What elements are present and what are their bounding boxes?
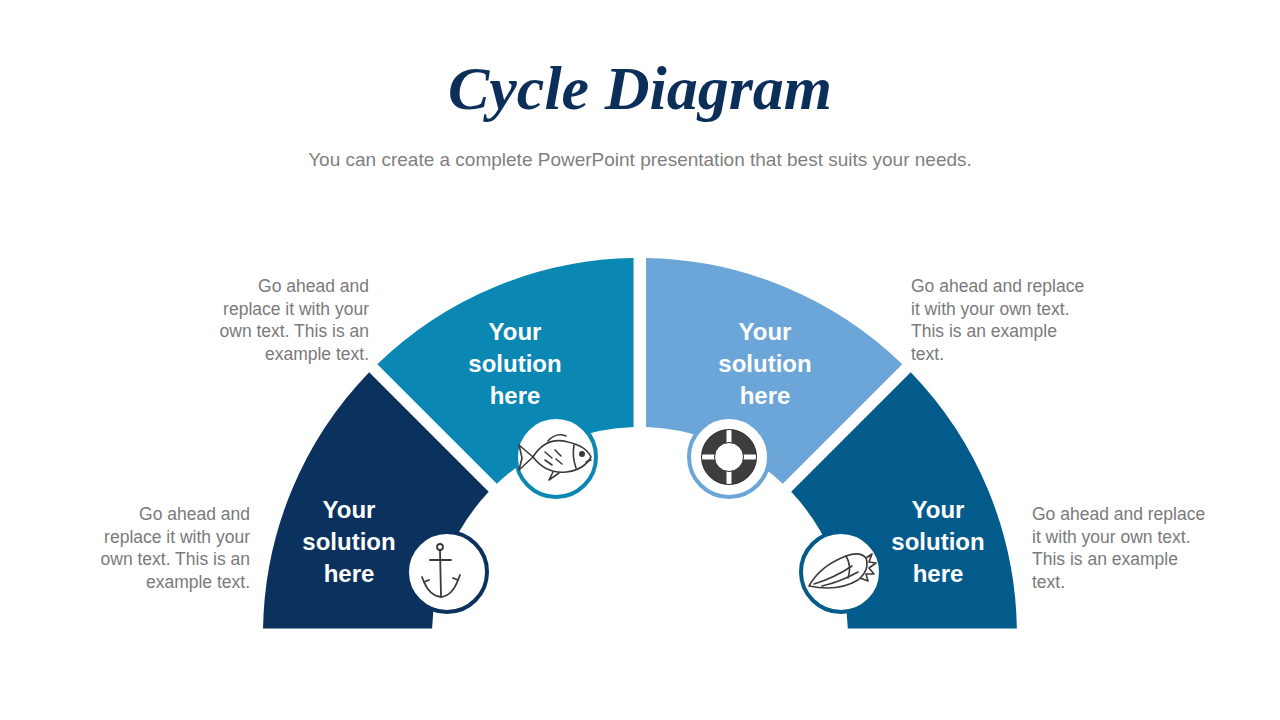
cycle-segment: Your solution here	[373, 258, 640, 488]
segment-label: Your solution here	[871, 494, 1005, 590]
cycle-segment: Your solution here	[787, 368, 1017, 635]
icon-circle	[689, 417, 769, 497]
segment-label: Your solution here	[448, 316, 582, 412]
fish-symbol	[519, 435, 591, 480]
icon-circle	[407, 532, 487, 612]
icon-circle	[516, 417, 596, 497]
icon-circle	[801, 532, 881, 612]
description-text: Go ahead and replace it with your own te…	[78, 503, 250, 593]
anchor-icon	[407, 532, 487, 612]
segment-label: Your solution here	[282, 494, 416, 590]
description-text: Go ahead and replace it with your own te…	[911, 275, 1086, 365]
slide-subtitle: You can create a complete PowerPoint pre…	[0, 147, 1280, 173]
description-text: Go ahead and replace it with your own te…	[1032, 503, 1207, 593]
fish-icon	[516, 417, 596, 497]
segment-band	[378, 258, 634, 484]
anchor-symbol	[422, 544, 460, 597]
shell-symbol	[809, 554, 876, 588]
slide-title: Cycle Diagram	[0, 48, 1280, 128]
lifebuoy-symbol	[701, 429, 757, 485]
segment-shape	[787, 368, 1017, 635]
description-text: Go ahead and replace it with your own te…	[197, 275, 369, 365]
shell-icon	[801, 532, 881, 612]
segment-band	[791, 373, 1017, 629]
segment-label: Your solution here	[698, 316, 832, 412]
lifebuoy-icon	[689, 417, 769, 497]
